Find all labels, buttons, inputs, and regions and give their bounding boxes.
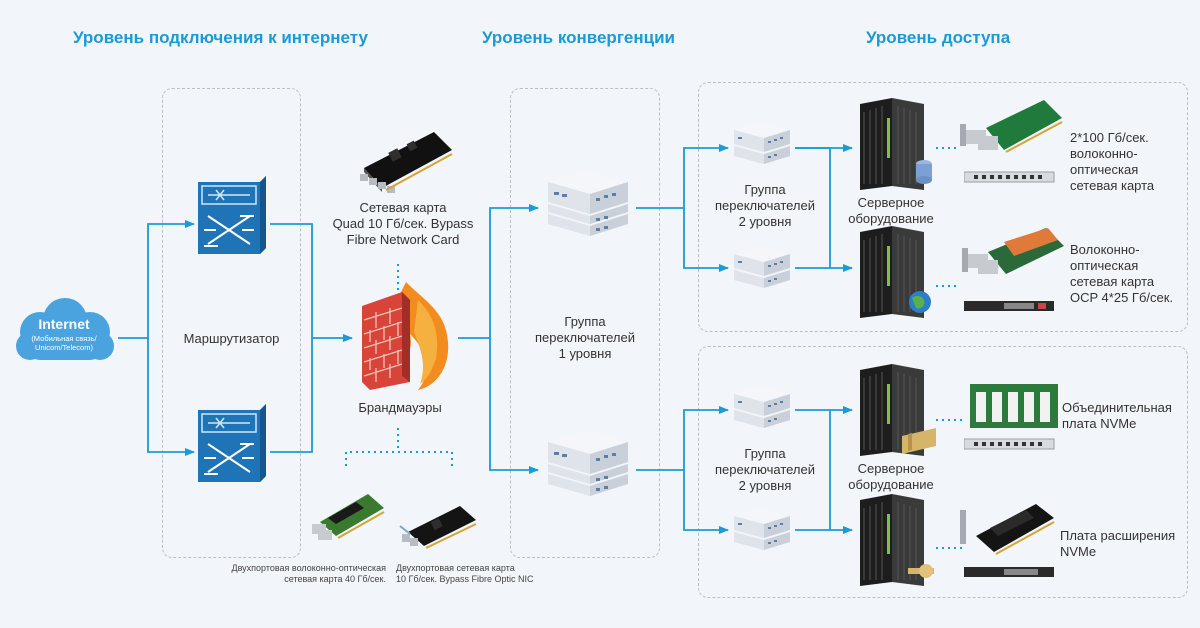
network-card-10g-icon xyxy=(399,506,477,549)
nvme-expansion-card-icon xyxy=(960,504,1055,555)
nvme-expansion-card-label: Плата расширения NVMe xyxy=(1060,528,1176,559)
nvme-backplane-bracket-icon xyxy=(964,438,1055,450)
l2-switch-3-icon xyxy=(734,386,790,428)
network-card-quad-label: Сетевая карта Quad 10 Гб/сек. Bypass Fib… xyxy=(332,200,474,247)
header-internet-level: Уровень подключения к интернету xyxy=(73,28,368,47)
l2-switch-2-icon xyxy=(734,246,790,288)
nvme-expansion-bracket-icon xyxy=(964,567,1054,577)
network-card-10g-label: Двухпортовая сетевая карта 10 Гб/сек. By… xyxy=(396,563,534,584)
card-ocp-bracket-icon xyxy=(964,301,1054,311)
firewall-label: Брандмауэры xyxy=(358,400,442,415)
header-access-level: Уровень доступа xyxy=(866,28,1011,47)
nvme-backplane-label: Объединительная плата NVMe xyxy=(1062,400,1172,431)
network-card-quad-icon xyxy=(360,132,453,193)
server-label-top: Серверное оборудование xyxy=(848,195,934,226)
server-3-icon xyxy=(860,364,936,456)
cloud-icon xyxy=(16,298,114,360)
l2-switch-1-icon xyxy=(734,122,790,164)
network-card-40g-label: Двухпортовая волоконно-оптическая сетева… xyxy=(231,563,386,584)
firewall-icon xyxy=(362,282,449,390)
cloud-subtitle: (Мобильная связь/ Unicom/Telecom) xyxy=(31,334,97,352)
nvme-backplane-icon xyxy=(970,384,1058,428)
l2-switch-group-label-bottom: Группа переключателей 2 уровня xyxy=(714,446,815,493)
card-ocp-label: Волоконно- оптическая сетевая карта OCP … xyxy=(1070,242,1174,305)
header-convergence-level: Уровень конвергенции xyxy=(482,28,675,47)
l2-switch-group-label-top: Группа переключателей 2 уровня xyxy=(714,182,815,229)
l2-switch-4-icon xyxy=(734,508,790,550)
cloud-title: Internet xyxy=(38,316,90,332)
router-top-icon xyxy=(198,176,266,254)
card-100g-bracket-icon xyxy=(964,171,1055,183)
server-4-icon xyxy=(860,494,934,586)
router-bottom-icon xyxy=(198,404,266,482)
l1-switch-group-box xyxy=(510,88,660,558)
router-group-box xyxy=(162,88,301,558)
card-ocp-icon xyxy=(962,228,1064,274)
card-100g-label: 2*100 Гб/сек. волоконно- оптическая сете… xyxy=(1070,130,1155,193)
server-1-icon xyxy=(860,98,932,190)
access-group-box-top xyxy=(698,82,1188,332)
network-card-40g-icon xyxy=(312,494,385,540)
l1-switch-group-label: Группа переключателей 1 уровня xyxy=(534,314,635,361)
server-2-icon xyxy=(860,226,931,318)
card-100g-icon xyxy=(960,100,1063,153)
l1-switch-top-icon xyxy=(548,170,628,236)
access-group-box-bottom xyxy=(698,346,1188,598)
router-label: Маршрутизатор xyxy=(183,331,280,346)
l1-switch-bottom-icon xyxy=(548,430,628,496)
server-label-bottom: Серверное оборудование xyxy=(848,461,934,492)
